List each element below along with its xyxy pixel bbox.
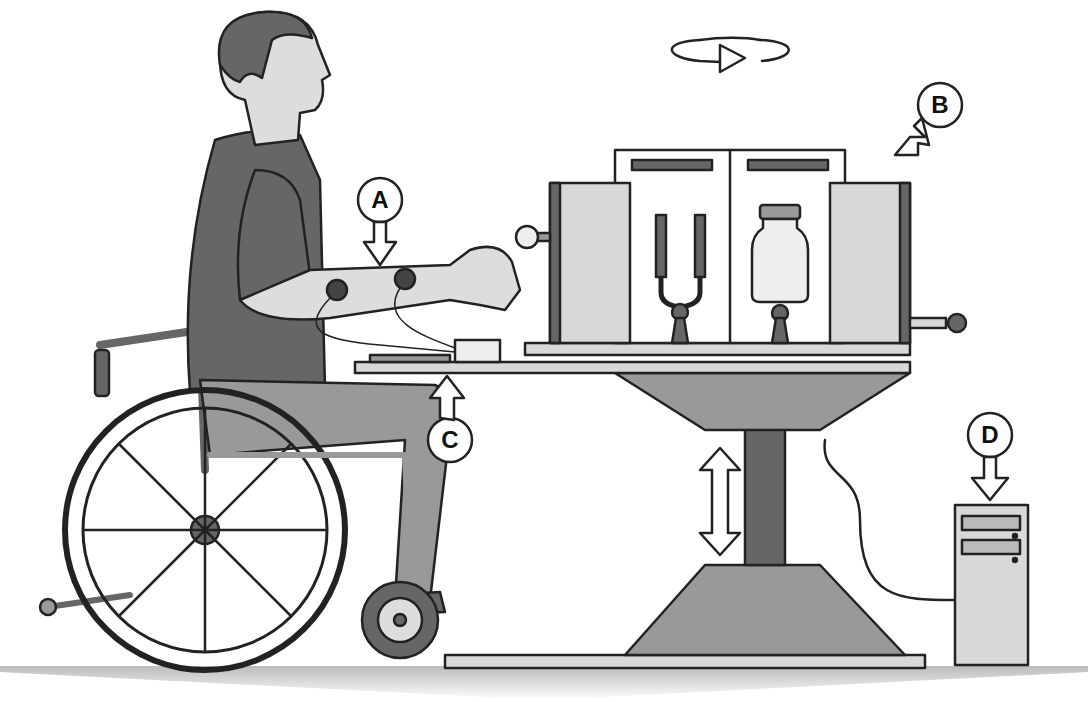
torso [188,131,325,392]
crank-handle [910,318,946,328]
push-handle [95,350,109,396]
knob [516,226,538,248]
electrode-wire [316,298,455,352]
led [1013,558,1017,562]
callout-letter: D [970,415,1010,455]
callout-letter: A [360,180,400,220]
electrode [327,280,347,300]
table-support [615,373,910,430]
floor-shadow [0,666,1088,700]
pedestal-column [745,428,785,565]
electrode-wire [395,288,455,348]
machine-base [525,343,910,355]
side-panel [550,183,630,343]
head [220,12,330,145]
divider [729,150,732,343]
crank-ball [948,314,966,332]
electrode [395,269,415,289]
hair [219,12,312,82]
rotation-arrow [672,38,789,72]
table-top [355,362,910,373]
tool-fork [661,275,700,307]
big-wheel [65,390,345,670]
callout-letter: B [920,85,960,125]
bottle-cap [760,205,800,219]
chair-frame [210,455,410,570]
computer-tower [955,505,1028,665]
drive-bay [962,540,1020,554]
tool-stand [672,318,688,343]
caster-wheel [362,582,438,658]
bottle [752,219,808,302]
height-arrow [700,448,740,555]
callout-d [968,413,1012,500]
pedestal-base [625,565,905,655]
callout-letter: C [430,420,470,460]
side-panel [830,183,910,343]
base-plate [445,655,925,668]
tool-prong [656,215,666,277]
led [1013,534,1017,538]
stimulator-box [455,340,500,362]
anti-tip-wheel [40,599,56,615]
callout-b [895,83,962,155]
panel-edge [550,183,560,343]
drive-bay [962,516,1020,530]
callout-c [428,376,472,462]
panel-edge [900,183,910,343]
bottle-stand [772,318,788,343]
slot [748,160,828,170]
cable [825,440,955,600]
tool-prong [695,215,705,277]
callout-a [358,178,402,265]
pad [370,355,450,362]
slot [632,160,712,170]
back-panel [615,150,845,343]
